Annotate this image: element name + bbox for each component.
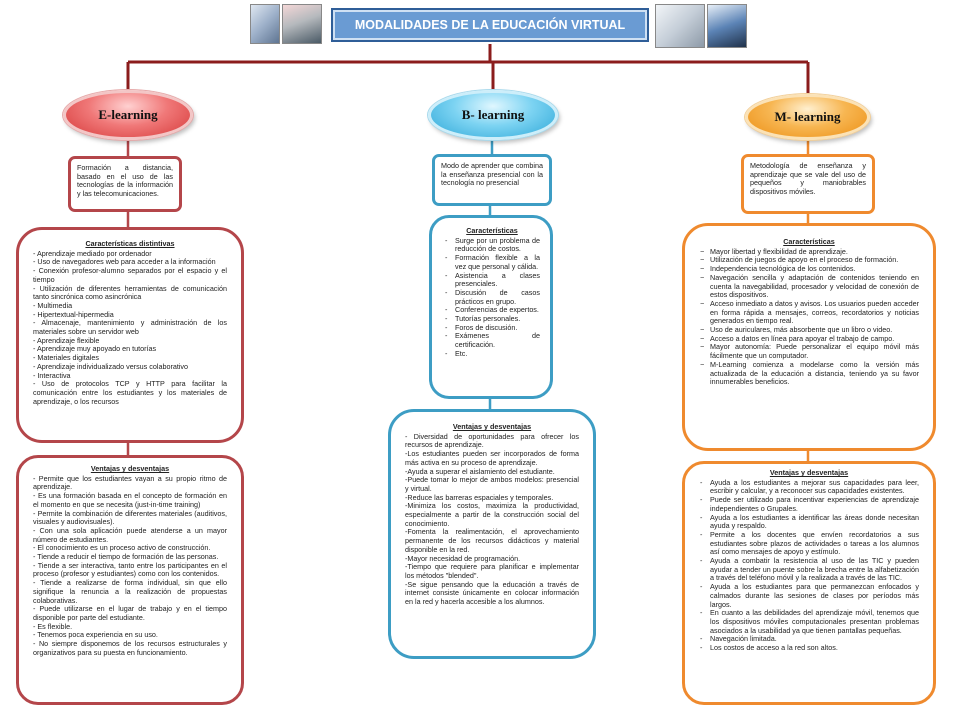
- list-item: Tutorías personales.: [444, 314, 540, 324]
- elearning-node: E-learning: [63, 90, 193, 140]
- list-item: Ayuda a los estudiantes a mejorar sus ca…: [699, 478, 919, 496]
- elearning-pros-title: Ventajas y desventajas: [90, 464, 170, 473]
- list-item: - Uso de protocolos TCP y HTTP para faci…: [33, 379, 227, 406]
- list-item: Ayuda a los estudiantes a identificar la…: [699, 513, 919, 531]
- list-item: - El conocimiento es un proceso activo d…: [33, 543, 211, 553]
- list-item: - Aprendizaje individualizado versus col…: [33, 361, 189, 371]
- list-item: - Aprendizaje mediado por ordenador: [33, 248, 152, 258]
- blearning-features-list: Surge por un problema de reducción de co…: [444, 236, 540, 359]
- blearning-definition: Modo de aprender que combina la enseñanz…: [432, 154, 552, 206]
- elearning-definition: Formación a distancia, basado en el uso …: [68, 156, 182, 212]
- mlearning-features-list: Mayor libertad y flexibilidad de aprendi…: [699, 247, 919, 387]
- list-item: - Tiende a realizarse de forma individua…: [33, 578, 227, 605]
- list-item: Ayuda a los estudiantes para que permane…: [699, 582, 919, 609]
- list-item: - Es una formación basada en el concepto…: [33, 491, 227, 509]
- list-item: -Reduce las barreras espaciales y tempor…: [405, 492, 554, 502]
- elearning-features-box: Características distintivas - Aprendizaj…: [16, 227, 244, 443]
- page-title: MODALIDADES DE LA EDUCACIÓN VIRTUAL: [331, 8, 649, 42]
- list-item: Acceso a datos en línea para apoyar el t…: [699, 334, 919, 344]
- person-with-phone-photo: [707, 4, 747, 48]
- list-item: -Fomenta la realimentación, el aprovecha…: [405, 527, 579, 554]
- mlearning-pros-title: Ventajas y desventajas: [769, 468, 849, 477]
- list-item: En cuanto a las debilidades del aprendiz…: [699, 608, 919, 635]
- list-item: - Materiales digitales: [33, 353, 99, 363]
- mlearning-features-title: Características: [783, 237, 835, 246]
- list-item: Conferencias de expertos.: [444, 306, 540, 315]
- mlearning-pros-list: Ayuda a los estudiantes a mejorar sus ca…: [699, 478, 919, 653]
- list-item: - Tenemos poca experiencia en su uso.: [33, 630, 158, 640]
- list-item: - Diversidad de oportunidades para ofrec…: [405, 431, 579, 450]
- list-item: - Interactiva: [33, 370, 71, 380]
- blearning-pros-title: Ventajas y desventajas: [452, 422, 532, 431]
- list-item: Etc.: [444, 349, 540, 359]
- mlearning-features-box: Características Mayor libertad y flexibi…: [682, 223, 936, 451]
- list-item: Formación flexible a la vez que personal…: [444, 253, 540, 271]
- list-item: Foros de discusión.: [444, 323, 540, 333]
- blearning-features-title: Características: [466, 226, 518, 235]
- mobile-devices-photo: [655, 4, 705, 48]
- list-item: - Con una sola aplicación puede atenders…: [33, 525, 227, 544]
- list-item: Utilización de juegos de apoyo en el pro…: [699, 256, 919, 265]
- list-item: Los costos de acceso a la red son altos.: [699, 643, 919, 653]
- list-item: - Aprendizaje muy apoyado en tutorías: [33, 344, 157, 354]
- list-item: - Utilización de diferentes herramientas…: [33, 283, 227, 302]
- mlearning-pros-box: Ventajas y desventajas Ayuda a los estud…: [682, 461, 936, 705]
- blearning-pros-box: Ventajas y desventajas - Diversidad de o…: [388, 409, 596, 659]
- list-item: -Se sigue pensando que la educación a tr…: [405, 579, 579, 607]
- list-item: - No siempre disponemos de los recursos …: [33, 639, 227, 657]
- list-item: Asistencia a clases presenciales.: [444, 271, 540, 289]
- list-item: - Tiende a reducir el tiempo de formació…: [33, 552, 219, 562]
- cyclist-photo: [282, 4, 322, 44]
- list-item: -Puede tomar lo mejor de ambos modelos: …: [405, 475, 579, 493]
- elearning-pros-box: Ventajas y desventajas - Permite que los…: [16, 455, 244, 705]
- list-item: Acceso inmediato a datos y avisos. Los u…: [699, 299, 919, 326]
- list-item: Puede ser utilizado para incentivar expe…: [699, 495, 919, 513]
- list-item: Ayuda a combatir la resistencia al uso d…: [699, 556, 919, 583]
- list-item: -Los estudiantes pueden ser incorporados…: [405, 449, 579, 467]
- list-item: Uso de auriculares, más absorbente que u…: [699, 325, 919, 335]
- list-item: Mayor libertad y flexibilidad de aprendi…: [699, 247, 919, 257]
- list-item: - Aprendizaje flexible: [33, 335, 100, 345]
- blearning-node: B- learning: [428, 90, 558, 140]
- list-item: Independencia tecnológica de los conteni…: [699, 264, 919, 274]
- list-item: Navegación sencilla y adaptación de cont…: [699, 273, 919, 300]
- list-item: -Ayuda a superar el aislamiento del estu…: [405, 466, 555, 476]
- blearning-pros-list: - Diversidad de oportunidades para ofrec…: [405, 431, 579, 607]
- elearning-pros-list: - Permite que los estudiantes vayan a su…: [33, 473, 227, 658]
- list-item: - Tiende a ser interactiva, tanto entre …: [33, 560, 227, 579]
- list-item: Surge por un problema de reducción de co…: [444, 236, 540, 254]
- blearning-features-box: Características Surge por un problema de…: [429, 215, 553, 399]
- list-item: M-Learning comienza a modelarse como la …: [699, 360, 919, 387]
- list-item: -Tiempo que requiere para planificar e i…: [405, 562, 579, 580]
- list-item: - Conexión profesor-alumno separados por…: [33, 266, 227, 284]
- list-item: Permite a los docentes que envíen record…: [699, 530, 919, 557]
- list-item: Discusión de casos prácticos en grupo.: [444, 288, 540, 306]
- mlearning-node: M- learning: [745, 94, 870, 140]
- student-photo: [250, 4, 280, 44]
- list-item: - Uso de navegadores web para acceder a …: [33, 257, 216, 267]
- list-item: - Puede utilizarse en el lugar de trabaj…: [33, 604, 227, 622]
- list-item: - Almacenaje, mantenimiento y administra…: [33, 318, 227, 337]
- list-item: - Permite que los estudiantes vayan a su…: [33, 473, 227, 492]
- list-item: - Es flexible.: [33, 621, 73, 631]
- list-item: Exámenes de certificación.: [444, 331, 540, 349]
- mlearning-definition: Metodología de enseñanza y aprendizaje q…: [741, 154, 875, 214]
- elearning-features-title: Características distintivas: [85, 239, 175, 248]
- list-item: -Mayor necesidad de programación.: [405, 553, 521, 563]
- list-item: - Permite la combinación de diferentes m…: [33, 508, 227, 527]
- list-item: Navegación limitada.: [699, 635, 919, 644]
- list-item: - Hipertextual-hipermedia: [33, 309, 114, 319]
- elearning-features-list: - Aprendizaje mediado por ordenador- Uso…: [33, 248, 227, 407]
- list-item: Mayor autonomía: Puede personalizar el e…: [699, 342, 919, 360]
- list-item: - Multimedia: [33, 300, 73, 310]
- list-item: -Minimiza los costos, maximiza la produc…: [405, 501, 579, 528]
